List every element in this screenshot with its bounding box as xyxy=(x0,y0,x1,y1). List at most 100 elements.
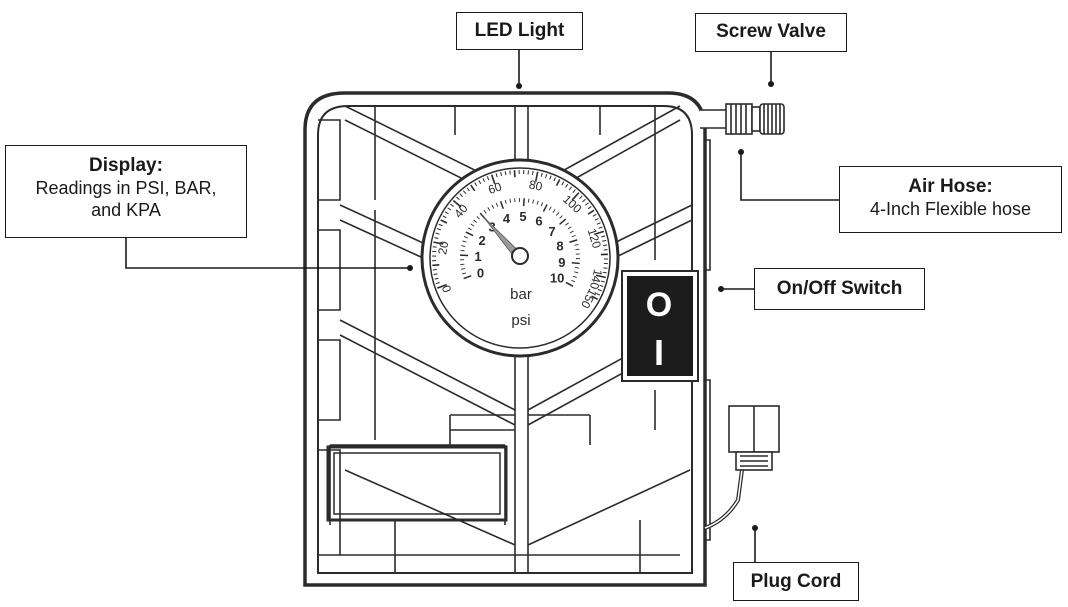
screw-valve xyxy=(700,103,785,135)
on-off-switch[interactable]: O I xyxy=(621,270,699,382)
on-off-switch-callout: On/Off Switch xyxy=(754,268,925,310)
gauge-tick xyxy=(597,288,602,292)
gauge-tick xyxy=(536,200,539,205)
gauge-tick xyxy=(572,189,576,193)
gauge-tick xyxy=(574,244,579,246)
gauge-tick xyxy=(450,203,454,207)
gauge-tick xyxy=(467,227,472,231)
gauge-tick xyxy=(591,295,599,301)
gauge-tick xyxy=(463,275,472,280)
gauge-tick xyxy=(574,271,579,274)
gauge-tick xyxy=(579,195,583,199)
screw-valve-label: Screw Valve xyxy=(716,21,826,42)
gauge-tick xyxy=(495,202,499,207)
gauge-bar-unit: bar xyxy=(510,286,532,303)
gauge-tick xyxy=(459,193,463,198)
gauge-tick xyxy=(491,204,495,209)
gauge-tick xyxy=(575,267,580,269)
gauge-tick xyxy=(434,277,439,280)
gauge-bar-tick-label: 4 xyxy=(503,211,511,226)
display-label: Display: xyxy=(89,155,163,176)
gauge-tick xyxy=(437,283,447,289)
gauge-tick xyxy=(440,219,448,224)
gauge-tick xyxy=(447,207,452,211)
display-window-inner xyxy=(333,452,501,515)
gauge-tick xyxy=(595,292,600,296)
gauge-psi-tick-label: 20 xyxy=(435,240,451,256)
gauge-tick xyxy=(594,217,599,221)
gauge-tick xyxy=(600,280,605,283)
gauge-tick xyxy=(598,226,603,229)
gauge-tick xyxy=(602,239,607,242)
gauge-tick xyxy=(545,174,548,179)
gauge-tick-marks xyxy=(432,169,609,301)
plug-cord-callout: Plug Cord xyxy=(733,562,859,601)
switch-on-label: I xyxy=(654,332,664,373)
gauge-psi-tick-label: 60 xyxy=(486,179,503,197)
gauge-tick xyxy=(571,192,580,201)
gauge-tick xyxy=(435,282,440,285)
plug-cord-label: Plug Cord xyxy=(750,571,842,592)
plug-cord xyxy=(704,405,780,530)
display-desc-line-1: Readings in PSI, BAR, xyxy=(35,178,217,198)
gauge-tick xyxy=(470,184,476,192)
gauge-tick xyxy=(462,272,467,275)
gauge-tick xyxy=(522,198,525,207)
gauge-tick xyxy=(532,170,534,176)
gauge-bar-tick-label: 2 xyxy=(479,233,486,248)
gauge-tick xyxy=(432,268,437,271)
gauge-tick xyxy=(569,230,574,234)
gauge-tick xyxy=(601,235,606,238)
gauge-tick xyxy=(532,199,535,204)
gauge-tick xyxy=(495,173,498,178)
gauge-tick xyxy=(463,236,468,239)
gauge-tick xyxy=(499,200,504,210)
gauge-tick xyxy=(460,249,465,252)
gauge-tick xyxy=(460,268,466,270)
gauge-tick xyxy=(435,232,440,235)
gauge-tick xyxy=(559,218,567,225)
led-light-callout: LED Light xyxy=(456,12,583,50)
gauge-bar-tick-label: 9 xyxy=(558,255,565,270)
air-hose-desc: 4-Inch Flexible hose xyxy=(869,199,1032,219)
gauge-tick xyxy=(490,174,496,185)
gauge-tick xyxy=(500,172,502,177)
gauge-tick xyxy=(436,228,441,231)
gauge-bar-tick-label: 7 xyxy=(548,224,555,239)
gauge-tick xyxy=(572,275,577,278)
gauge-tick xyxy=(603,244,608,247)
gauge-tick xyxy=(461,245,466,247)
gauge-tick xyxy=(565,222,569,226)
gauge-tick xyxy=(571,261,580,265)
gauge-psi-tick-label: 80 xyxy=(528,177,544,193)
gauge-tick xyxy=(509,198,512,203)
gauge-tick xyxy=(483,209,487,214)
gauge-tick xyxy=(462,190,467,195)
gauge-tick xyxy=(478,180,482,185)
display-window xyxy=(326,445,508,522)
gauge-tick xyxy=(552,209,556,213)
gauge-tick xyxy=(432,246,437,248)
gauge-tick xyxy=(504,199,507,204)
gauge-tick xyxy=(534,171,539,182)
gauge-tick xyxy=(587,209,595,215)
gauge-tick xyxy=(474,182,478,187)
gauge-tick xyxy=(548,206,552,211)
gauge-tick xyxy=(567,226,572,230)
gauge-tick xyxy=(556,212,560,216)
gauge-tick xyxy=(596,222,601,225)
display-desc-line-2: and KPA xyxy=(91,200,161,220)
gauge-tick xyxy=(527,198,530,203)
gauge-tick xyxy=(433,241,444,245)
gauge-tick xyxy=(553,177,556,182)
gauge-tick xyxy=(432,263,440,267)
gauge-tick xyxy=(571,279,576,283)
gauge-tick xyxy=(571,234,576,238)
gauge-psi-tick-label: 140 xyxy=(587,268,605,291)
gauge-tick xyxy=(561,181,565,186)
gauge-tick xyxy=(442,215,447,219)
gauge-tick xyxy=(592,213,597,217)
gauge-tick xyxy=(565,183,569,188)
gauge-tick xyxy=(465,231,474,237)
gauge-tick xyxy=(569,239,578,243)
